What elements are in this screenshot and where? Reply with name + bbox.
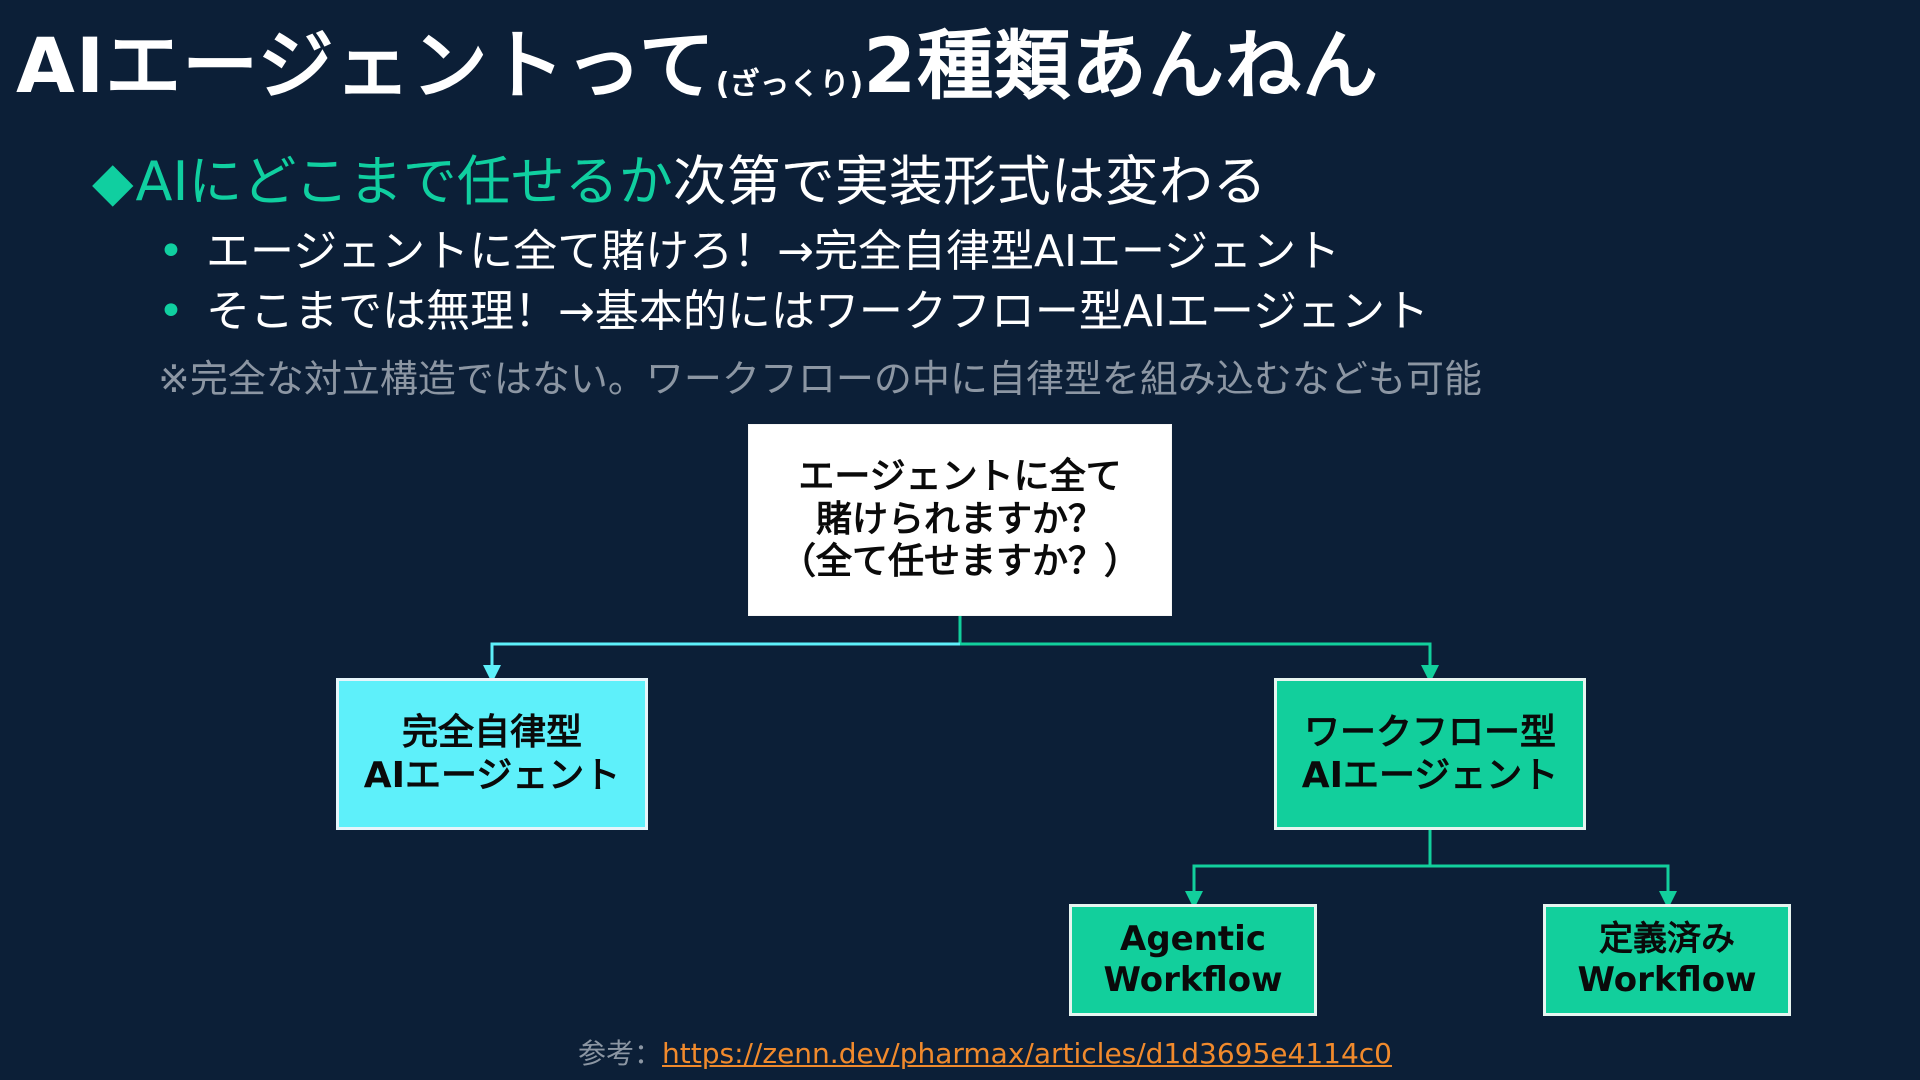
bullet-dot-icon: • [158,226,184,277]
lead-accent-text: AIにどこまで任せるか [135,150,673,213]
reference-link[interactable]: https://zenn.dev/pharmax/articles/d1d369… [662,1037,1392,1070]
connector-right-to-defined [1430,864,1677,909]
bullet-item-1: • エージェントに全て賭けろ！→完全自律型AIエージェント [158,226,1341,277]
root-question-box: エージェントに全て 賭けられますか？ （全て任せますか？） [748,424,1172,616]
bullet-item-2: • そこまでは無理！→基本的にはワークフロー型AIエージェント [158,286,1430,337]
defined-workflow-box: 定義済み Workflow [1543,904,1791,1016]
slide-title: AIエージェントって(ざっくり)2種類あんねん [16,28,1379,104]
note-text: ※完全な対立構造ではない。ワークフローの中に自律型を組み込むなども可能 [158,357,1482,401]
title-tail: 2種類あんねん [863,21,1380,110]
workflow-agent-box: ワークフロー型 AIエージェント [1274,678,1586,830]
connector-right-to-agentic [1185,864,1430,909]
bullet-dot-icon: • [158,286,184,337]
title-paren: (ざっくり) [715,67,864,102]
diamond-bullet-icon: ◆ [92,150,134,213]
connector-root-to-right [960,642,1439,683]
autonomous-agent-box: 完全自律型 AIエージェント [336,678,648,830]
bullet-text-1: エージェントに全て賭けろ！→完全自律型AIエージェント [205,226,1341,277]
bullet-text-2: そこまでは無理！→基本的にはワークフロー型AIエージェント [205,286,1430,337]
lead-rest-text: 次第で実装形式は変わる [672,150,1267,213]
reference-line: 参考：https://zenn.dev/pharmax/articles/d1d… [578,1032,1392,1072]
agentic-workflow-box: Agentic Workflow [1069,904,1317,1016]
connector-root-to-left [483,642,960,683]
title-main: AIエージェントって [16,21,716,110]
lead-line: ◆AIにどこまで任せるか次第で実装形式は変わる [92,152,1267,211]
reference-label: 参考： [578,1037,663,1070]
